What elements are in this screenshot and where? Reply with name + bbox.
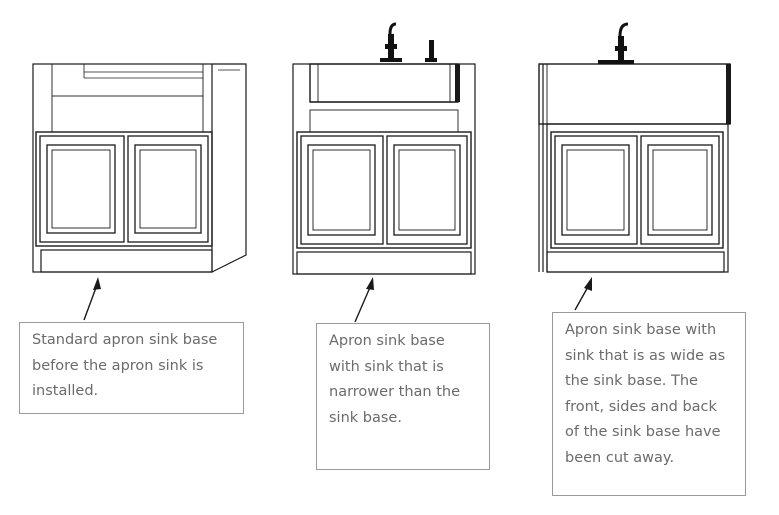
faucet-icon <box>598 22 634 64</box>
cabinet-narrow-sink <box>292 22 476 275</box>
cabinet-full-width-sink <box>538 22 731 273</box>
callout-narrow-sink: Apron sink base with sink that is narrow… <box>316 323 490 470</box>
arrow-2 <box>354 277 374 323</box>
callout-standard-sink-base: Standard apron sink base before the apro… <box>19 322 244 414</box>
faucet-icon <box>380 22 437 62</box>
cabinet-standard-sink-base <box>32 63 247 273</box>
callout-arrows <box>83 277 592 323</box>
arrow-3 <box>574 277 592 311</box>
arrow-1 <box>83 277 101 321</box>
callout-full-width-sink: Apron sink base with sink that is as wid… <box>552 312 746 496</box>
